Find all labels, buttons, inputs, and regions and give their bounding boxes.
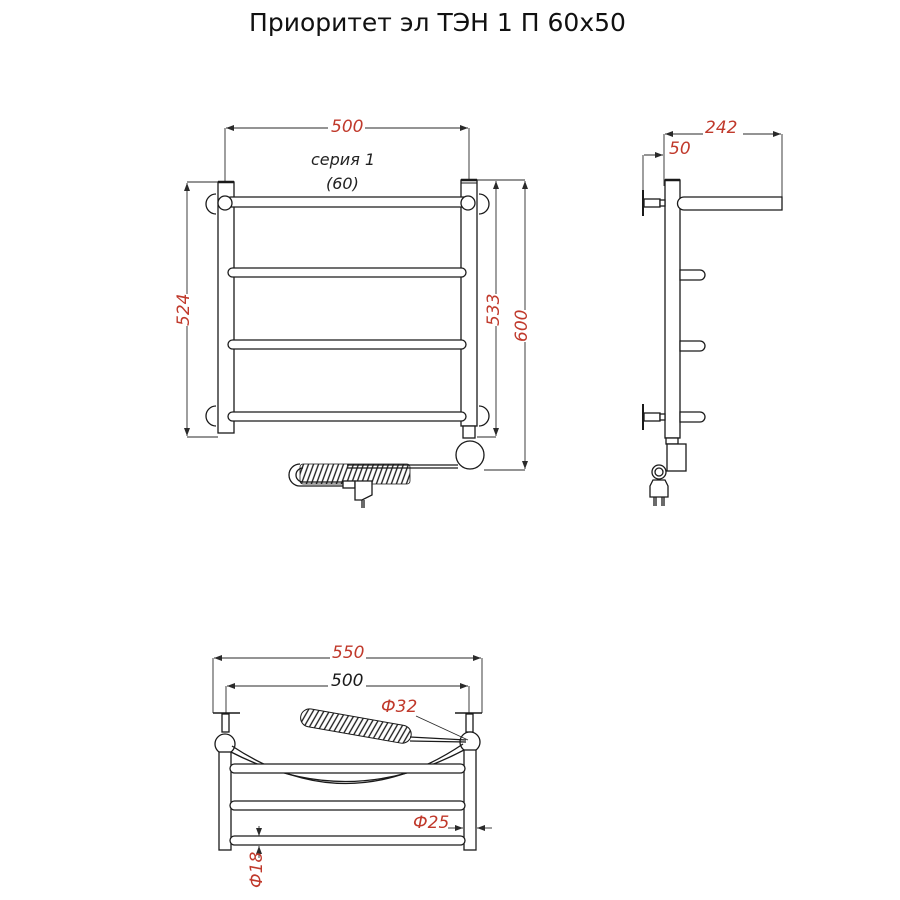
dim-label-524: 524 [174,294,194,326]
dim-label-50: 50 [669,139,691,159]
right-upright [460,179,478,427]
dim-label-phi18: Ф18 [247,852,267,888]
dim-front-height-inner: 533 [477,179,504,438]
dim-label-550: 550 [332,643,364,663]
heater-knob [455,440,485,470]
top-view: 550 500 [212,643,492,888]
dim-top-axis-width: 500 [225,671,470,714]
dim-label-242: 242 [705,118,737,138]
dim-label-500-top: 500 [331,671,363,691]
dim-heater-diameter: Ф32 [381,697,469,741]
heater-unit [288,425,485,508]
top-right-upright [463,749,477,851]
power-plug [354,480,373,501]
dim-front-width: 500 [224,117,470,182]
side-view: 242 50 [642,118,783,506]
dim-rung-diameter: Ф18 [247,826,267,888]
series-label: серия 1 [311,150,375,169]
front-view: 500 серия 1 (60) [174,117,532,508]
top-heater-coil [300,708,412,744]
dim-top-total-width: 550 [212,643,483,713]
side-heater-box [666,443,687,472]
dim-upright-diameter: Ф25 [413,813,492,850]
side-plug [649,479,669,498]
dim-front-height-left: 524 [174,181,218,438]
bracket-bottom-left [205,405,217,427]
dim-label-533: 533 [484,294,504,326]
bracket-top-right [478,193,490,215]
side-upright [664,179,681,439]
series-sub-label: (60) [326,174,359,193]
dim-label-phi25: Ф25 [413,813,449,833]
left-upright [217,181,235,434]
dim-front-height-total: 600 [477,179,532,471]
top-left-upright [218,751,232,851]
side-top-rung [676,196,783,211]
dim-label-600: 600 [512,310,532,342]
bracket-bottom-right [478,405,490,427]
bracket-top-left [205,193,217,215]
drawing-title: Приоритет эл ТЭН 1 П 60x50 [249,8,626,37]
rungs [217,195,476,422]
dim-label-phi32: Ф32 [381,697,417,717]
dim-side-depth: 242 [663,118,783,208]
dim-label-500: 500 [331,117,363,137]
